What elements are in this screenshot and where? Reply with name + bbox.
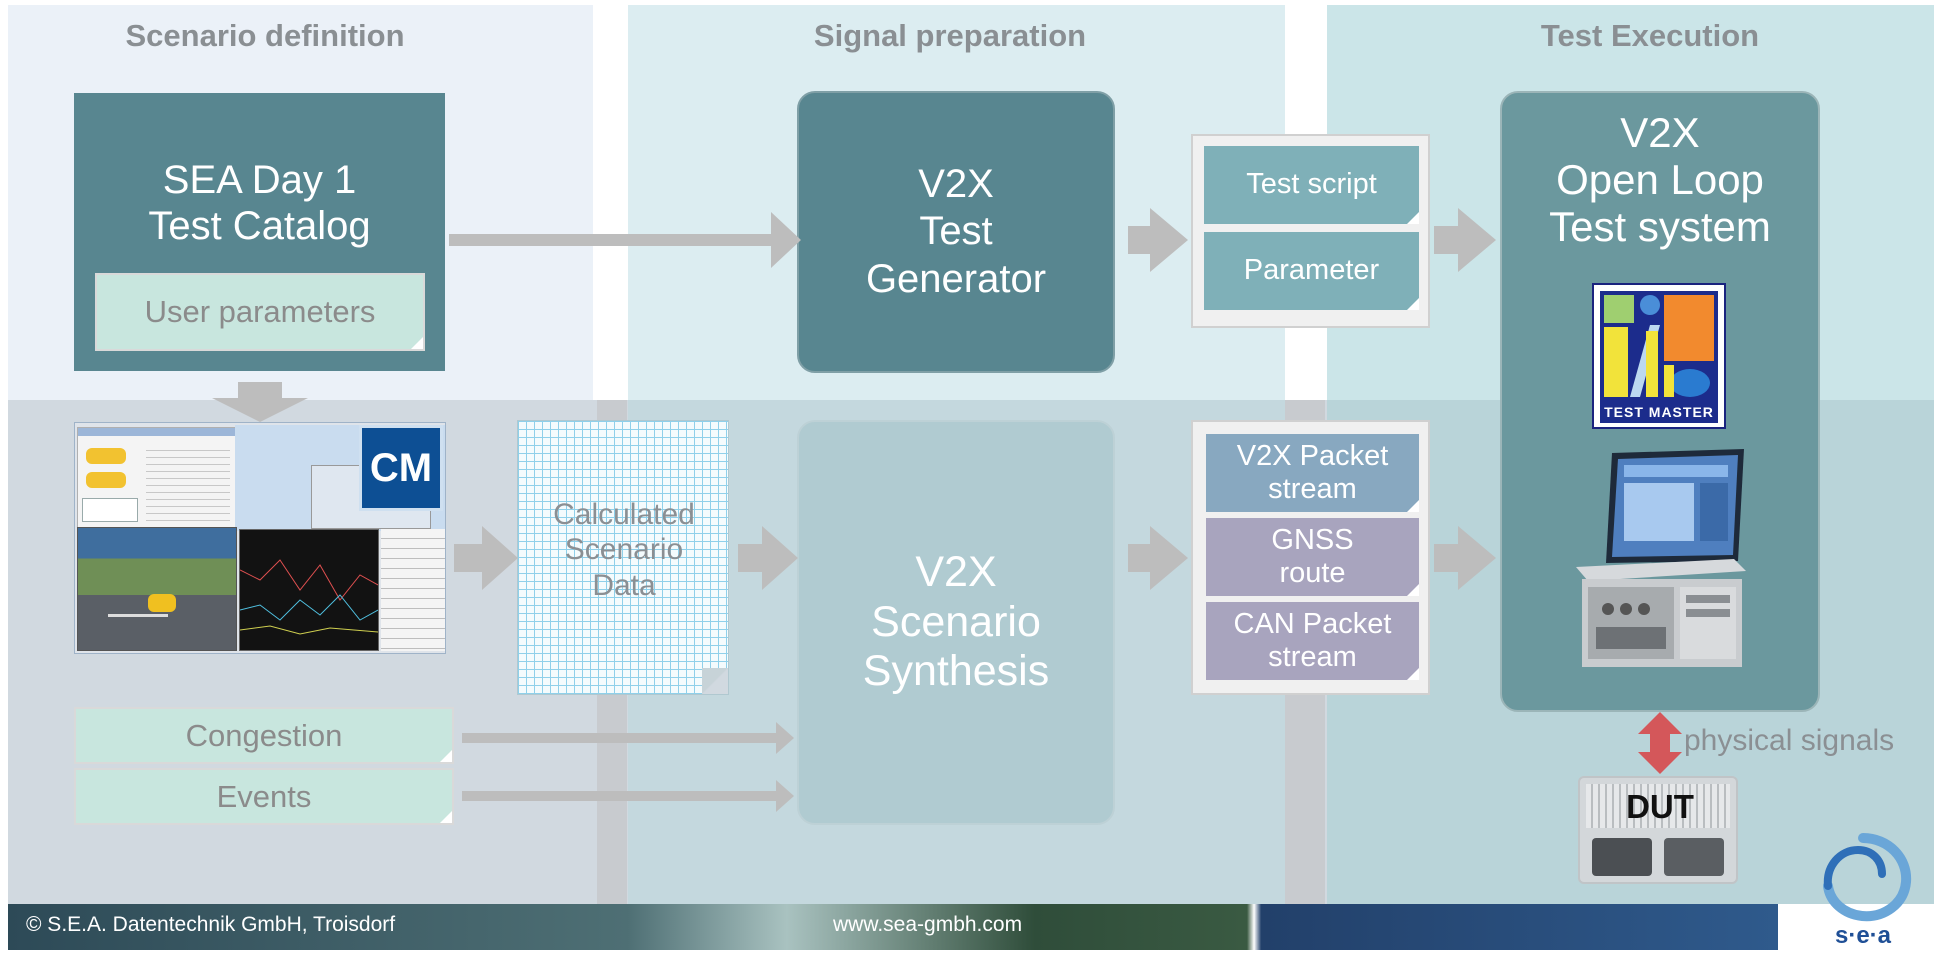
sea-logo: s·e·a	[1808, 832, 1918, 950]
events-note: Events	[74, 768, 454, 825]
calculated-scenario-data-text: Calculated Scenario Data	[553, 498, 695, 602]
carmaker-logo: CM	[359, 425, 443, 511]
v2x-test-generator-box: V2X Test Generator	[797, 91, 1115, 373]
dut-device: DUT	[1578, 776, 1738, 884]
dut-heatsink	[1586, 784, 1730, 828]
carmaker-window-1	[77, 427, 237, 537]
carmaker-plot-window	[239, 529, 379, 651]
dut-label: DUT	[1626, 788, 1694, 825]
gnss-route-card: GNSS route	[1206, 518, 1419, 596]
calculated-scenario-data-sheet: Calculated Scenario Data	[517, 420, 729, 695]
footer-copyright: © S.E.A. Datentechnik GmbH, Troisdorf	[26, 913, 396, 936]
script-output-frame: Test script Parameter	[1191, 134, 1430, 328]
v2x-packet-stream-card: V2X Packet stream	[1206, 434, 1419, 512]
carmaker-side-panel	[381, 529, 445, 651]
carmaker-plot-lines	[239, 559, 379, 635]
dut-connector-right	[1664, 838, 1724, 876]
testmaster-logo-text: TEST MASTER	[1604, 404, 1714, 420]
test-bench-device-image	[1576, 449, 1746, 667]
column-title-signal-preparation: Signal preparation	[813, 18, 1087, 53]
dut-connector-left	[1592, 838, 1652, 876]
sea-logo-text: s·e·a	[1834, 922, 1892, 949]
footer-website[interactable]: www.sea-gmbh.com	[833, 913, 1023, 936]
testmaster-logo: TEST MASTER	[1592, 283, 1726, 429]
column-title-test-execution: Test Execution	[1540, 18, 1760, 53]
test-catalog-title: SEA Day 1 Test Catalog	[74, 157, 445, 249]
carmaker-screenshot-collage: CM	[74, 422, 446, 654]
can-packet-stream-card: CAN Packet stream	[1206, 602, 1419, 680]
carmaker-logo-text: CM	[369, 445, 433, 490]
column-title-scenario-definition: Scenario definition	[125, 18, 405, 53]
sea-logo-swirl-icon	[1823, 833, 1912, 922]
carmaker-3d-view	[77, 527, 237, 651]
test-catalog-title-line2: Test Catalog	[148, 204, 371, 248]
footer-bar: © S.E.A. Datentechnik GmbH, Troisdorf ww…	[8, 904, 1778, 950]
test-catalog-box: SEA Day 1 Test Catalog User parameters	[74, 93, 445, 371]
testmaster-logo-graphic	[1600, 291, 1718, 423]
sheet-fold-corner	[702, 668, 728, 694]
stream-output-frame: V2X Packet stream GNSS route CAN Packet …	[1191, 420, 1430, 695]
parameter-card: Parameter	[1204, 232, 1419, 310]
physical-signals-label: physical signals	[1684, 724, 1895, 757]
congestion-note: Congestion	[74, 707, 454, 764]
v2x-scenario-synthesis-box: V2X Scenario Synthesis	[797, 420, 1115, 825]
v2x-open-loop-test-system-box: V2X Open Loop Test system TEST MASTER	[1500, 91, 1820, 712]
open-loop-title: V2X Open Loop Test system	[1549, 109, 1771, 251]
user-parameters-note: User parameters	[95, 273, 425, 351]
test-script-card: Test script	[1204, 146, 1419, 224]
test-catalog-title-line1: SEA Day 1	[162, 158, 357, 202]
